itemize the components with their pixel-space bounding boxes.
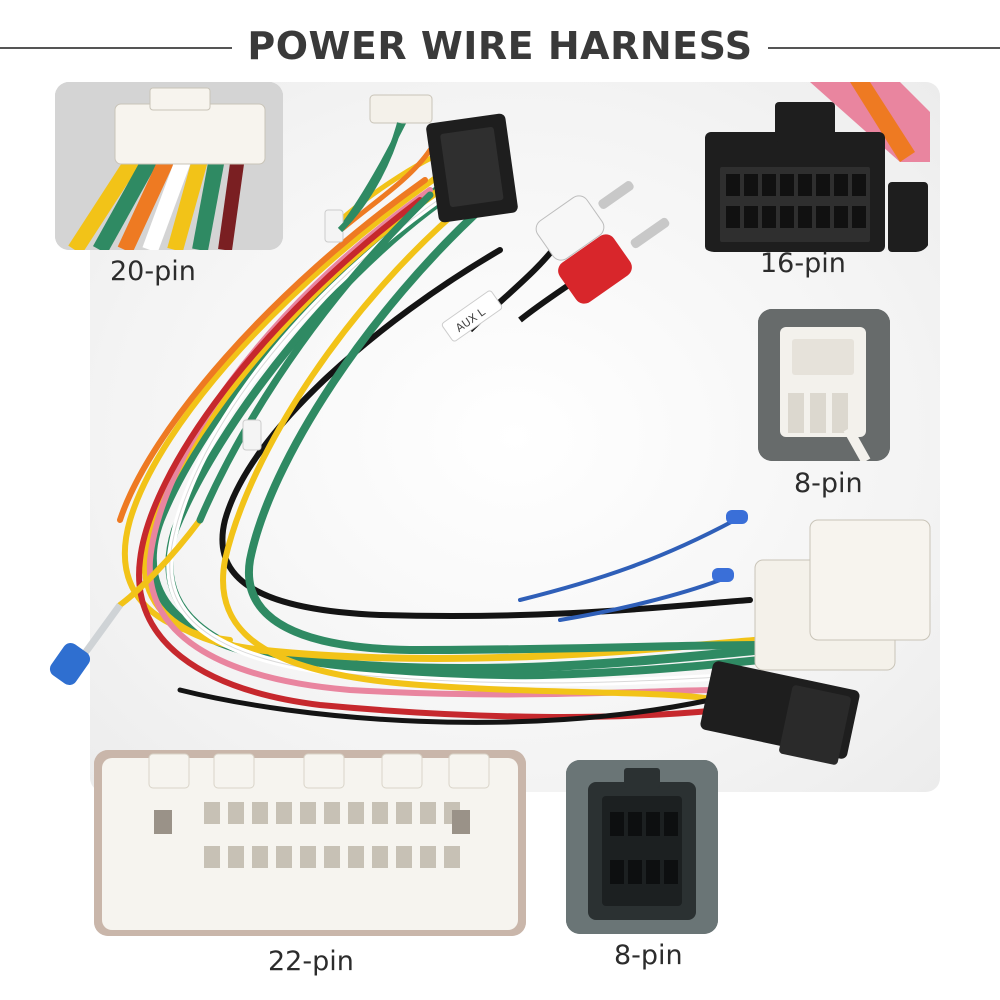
thumb-20pin-photo: [55, 82, 283, 250]
connector-16pin-head: [426, 113, 518, 223]
cable-tie-2: [242, 419, 262, 451]
label-20pin: 20-pin: [110, 256, 196, 287]
label-16pin: 16-pin: [760, 248, 846, 279]
page-title: POWER WIRE HARNESS: [247, 24, 753, 68]
label-22pin: 22-pin: [268, 946, 354, 977]
connector-20pin-head: [337, 94, 433, 233]
wire-bundle: [117, 107, 765, 725]
title-rule-right: [768, 47, 1000, 49]
label-8pin-bottom: 8-pin: [614, 940, 683, 971]
title-rule-left: [0, 47, 232, 49]
thumb-8pin-white-photo: [758, 309, 890, 461]
title-bar: POWER WIRE HARNESS: [0, 22, 1000, 72]
thumb-22pin-photo: [94, 750, 526, 936]
connector-8pin-black: [700, 661, 860, 765]
wire-tip-blue-2: [712, 568, 734, 582]
thumb-8pin-gray-photo: [566, 760, 718, 934]
thumb-16pin-photo: [700, 82, 930, 252]
label-8pin-top: 8-pin: [794, 468, 863, 499]
wire-tip-blue-1: [726, 510, 748, 524]
connector-main-white: [754, 519, 931, 671]
probe-wire: [49, 602, 123, 686]
rca-plugs: AUX L: [441, 181, 670, 342]
